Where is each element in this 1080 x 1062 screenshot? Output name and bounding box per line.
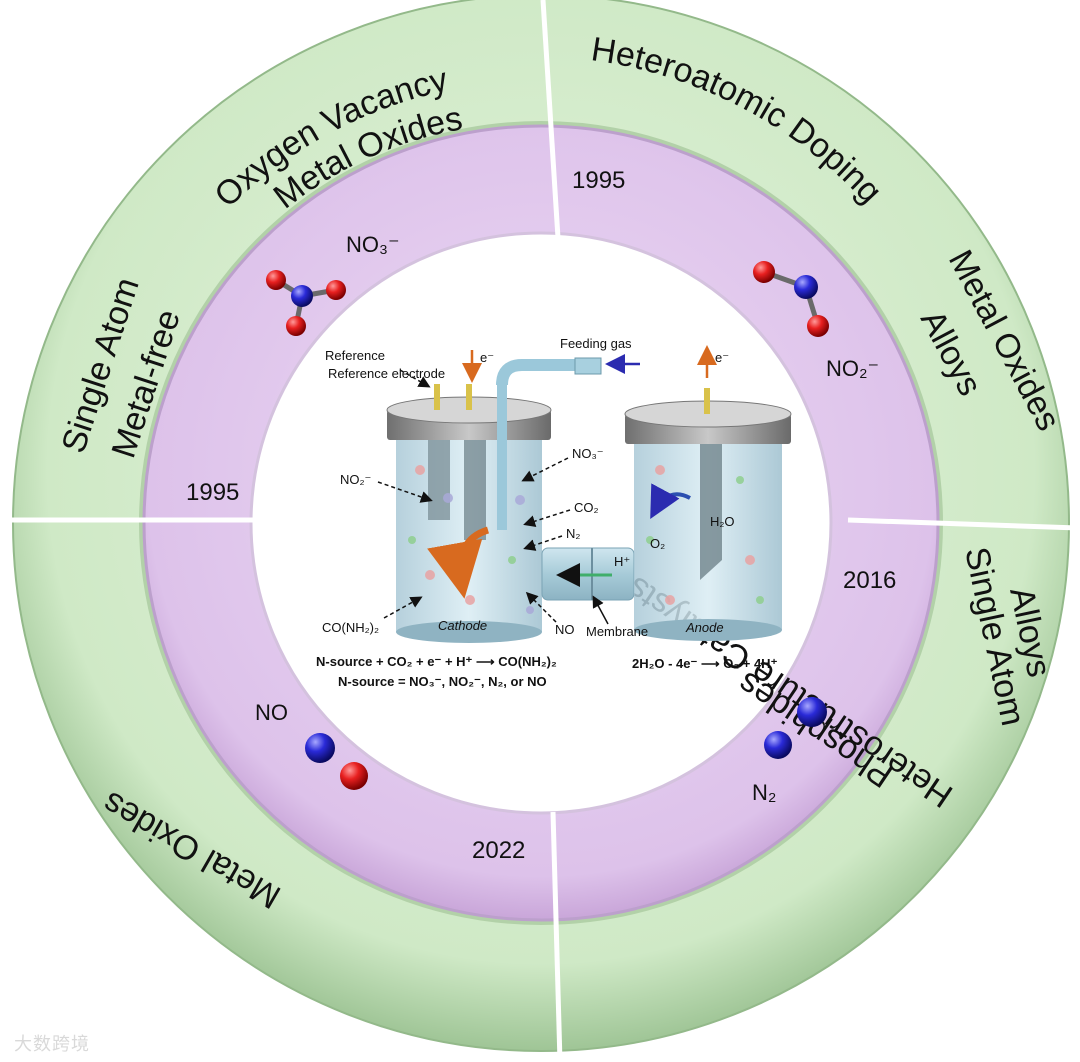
divider-bottom <box>550 811 563 1062</box>
electron-label-cathode: e⁻ <box>480 350 494 365</box>
cell-no2-label: NO₂⁻ <box>340 472 371 487</box>
cathode-label: Cathode <box>438 618 487 633</box>
n-source-definition: N-source = NO₃⁻, NO₂⁻, N₂, or NO <box>338 674 547 689</box>
cell-o2-label: O₂ <box>650 536 665 551</box>
cell-h2o-label: H₂O <box>710 514 735 529</box>
cell-no3-label: NO₃⁻ <box>572 446 604 461</box>
cell-co2-label: CO₂ <box>574 500 599 515</box>
nitrogen-label: N₂ <box>752 780 776 805</box>
cathode-equation: N-source + CO₂ + e⁻ + H⁺ ⟶ CO(NH₂)₂ <box>316 654 557 669</box>
membrane-tube <box>541 547 635 601</box>
nitrogen-molecule <box>764 697 827 759</box>
cell-n2-label: N₂ <box>566 526 580 541</box>
watermark: 大数跨境 <box>14 1034 90 1055</box>
nitrate-label: NO₃⁻ <box>346 232 400 257</box>
electron-label-anode: e⁻ <box>715 350 729 365</box>
divider-top <box>540 0 561 239</box>
anode-jar: Anode <box>624 388 792 641</box>
nitric-oxide-molecule <box>305 733 368 790</box>
particles <box>408 465 764 614</box>
cell-h-plus-label: H⁺ <box>614 554 630 569</box>
feeding-gas-label: Feeding gas <box>560 336 632 351</box>
year-bottom: 2022 <box>472 837 525 864</box>
year-left: 1995 <box>186 479 239 506</box>
year-top-right: 1995 <box>572 167 625 194</box>
divider-right <box>847 517 1079 531</box>
nitrate-molecule <box>266 270 346 336</box>
reference-electrode-label-1: Reference <box>325 348 385 363</box>
cell-membrane-label: Membrane <box>586 624 648 639</box>
nitrite-molecule <box>753 261 829 337</box>
reference-electrode-label: Reference electrode <box>328 366 445 381</box>
cell-urea-label: CO(NH₂)₂ <box>322 620 379 635</box>
electrochemical-cell: Cathode Anode <box>316 336 792 689</box>
anode-equation: 2H₂O - 4e⁻ ⟶ O₂ + 4H⁺ <box>632 656 778 671</box>
year-right: 2016 <box>843 567 896 594</box>
cell-no-label: NO <box>555 622 575 637</box>
anode-label: Anode <box>685 620 724 635</box>
nitric-oxide-label: NO <box>255 700 288 725</box>
nitrite-label: NO₂⁻ <box>826 356 879 381</box>
